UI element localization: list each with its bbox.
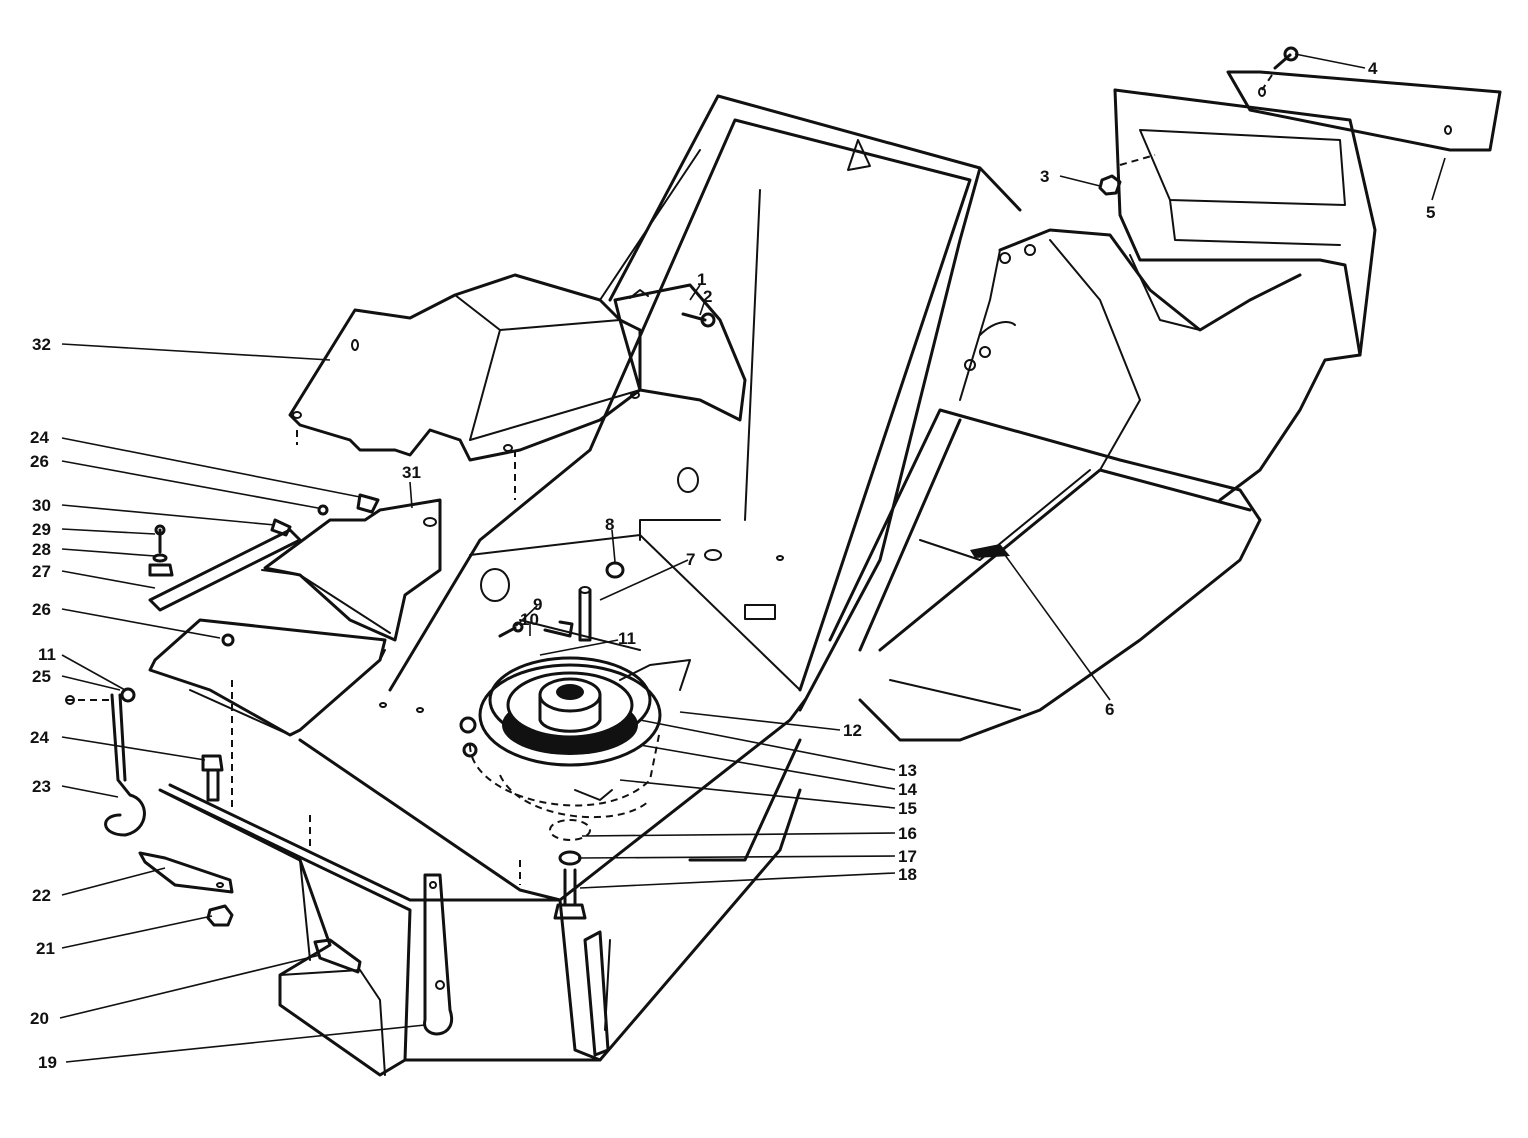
callout-27: 27 xyxy=(32,562,51,581)
callout-11-upper: 11 xyxy=(618,629,636,648)
callout-labels: 1 2 3 4 5 6 7 8 9 10 11 11 12 13 14 15 1… xyxy=(30,59,1435,1072)
part-20-hitch xyxy=(313,938,362,974)
part-19-strap xyxy=(423,873,454,1036)
callout-10: 10 xyxy=(520,610,539,629)
part-4-screw xyxy=(1273,46,1299,70)
callout-1: 1 xyxy=(697,270,706,289)
dashed-assembly-lines xyxy=(231,74,1273,885)
callout-20: 20 xyxy=(30,1009,49,1028)
callout-4: 4 xyxy=(1368,59,1378,78)
part-26-screws xyxy=(221,504,329,647)
shroud-part-32 xyxy=(288,273,642,462)
callout-17: 17 xyxy=(898,847,917,866)
bracket-part-27 xyxy=(148,528,387,737)
callout-2: 2 xyxy=(703,287,712,306)
callout-15: 15 xyxy=(898,799,917,818)
callout-3: 3 xyxy=(1040,167,1049,186)
callout-11-lower: 11 xyxy=(38,645,56,664)
part-25-pin xyxy=(65,695,110,705)
callout-13: 13 xyxy=(898,761,917,780)
callout-30: 30 xyxy=(32,496,51,515)
plug-part-8 xyxy=(605,561,625,579)
callout-18: 18 xyxy=(898,865,917,884)
callout-14: 14 xyxy=(898,780,917,799)
part-23-lever xyxy=(104,687,146,837)
part-2-bolt xyxy=(681,312,716,328)
callout-7: 7 xyxy=(686,550,695,569)
callout-5: 5 xyxy=(1426,203,1435,222)
callout-8: 8 xyxy=(605,515,614,534)
clutch-pulley-assembly xyxy=(459,619,691,920)
part-24-upper-bolt xyxy=(356,493,380,514)
part-24-bolt xyxy=(201,754,224,802)
bracket-part-1 xyxy=(613,283,747,422)
callout-16: 16 xyxy=(898,824,917,843)
callout-28: 28 xyxy=(32,540,51,559)
pin-part-7 xyxy=(578,586,592,642)
callout-22: 22 xyxy=(32,886,51,905)
callout-31: 31 xyxy=(402,463,421,482)
callout-6: 6 xyxy=(1105,700,1114,719)
callout-9: 9 xyxy=(533,595,542,614)
callout-12: 12 xyxy=(843,721,862,740)
callout-32: 32 xyxy=(32,335,51,354)
callout-25: 25 xyxy=(32,667,51,686)
rear-strap xyxy=(583,930,610,1057)
part-3-nut xyxy=(1098,174,1122,196)
callout-26-upper: 26 xyxy=(30,452,49,471)
part-6-mat xyxy=(970,544,1010,558)
callout-29: 29 xyxy=(32,520,51,539)
callout-24-upper: 24 xyxy=(30,428,49,447)
callout-21: 21 xyxy=(36,939,55,958)
frame-outline xyxy=(158,88,1377,1077)
parts-28-29-30 xyxy=(148,518,292,577)
callout-23: 23 xyxy=(32,777,51,796)
part-22-link xyxy=(138,851,234,894)
leader-lines xyxy=(59,53,1446,1063)
callout-26-lower: 26 xyxy=(32,600,51,619)
part-5-channel xyxy=(1226,70,1502,152)
bracket-part-31 xyxy=(261,498,442,642)
callout-19: 19 xyxy=(38,1053,57,1072)
callout-24-lower: 24 xyxy=(30,728,49,747)
floor-holes xyxy=(379,467,784,713)
part-21-nut xyxy=(206,904,234,927)
